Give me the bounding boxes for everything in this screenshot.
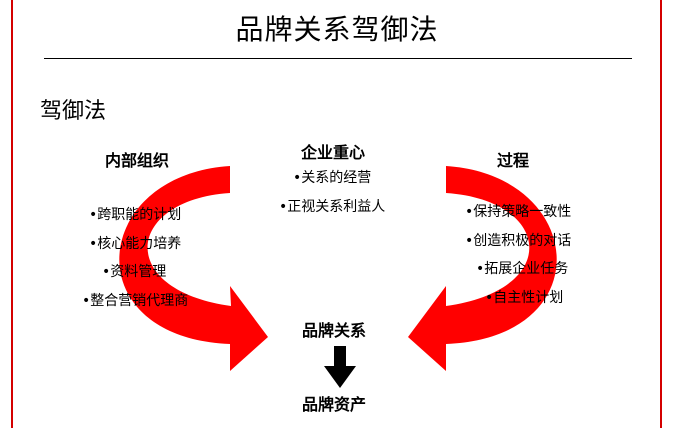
center-bullet-list: 关系的经营 正视关系利益人 bbox=[279, 164, 385, 222]
brand-equity-label: 品牌资产 bbox=[302, 395, 367, 414]
slide-frame-left bbox=[11, 0, 13, 428]
left-heading: 内部组织 bbox=[105, 151, 170, 170]
center-heading: 企业重心 bbox=[301, 143, 366, 162]
left-bullet-item: 跨职能的计划 bbox=[82, 201, 188, 230]
left-bullet-item: 整合营销代理商 bbox=[82, 287, 188, 316]
section-subtitle: 驾御法 bbox=[40, 99, 107, 124]
slide-title: 品牌关系驾御法 bbox=[235, 13, 439, 46]
right-bullet-item: 保持策略一致性 bbox=[465, 198, 571, 227]
slide-frame-right bbox=[660, 0, 662, 428]
center-bullet-item: 正视关系利益人 bbox=[279, 193, 385, 222]
brand-relationship-label: 品牌关系 bbox=[302, 321, 367, 340]
left-bullet-item: 核心能力培养 bbox=[82, 230, 188, 259]
right-heading: 过程 bbox=[497, 151, 530, 170]
center-bullet-item: 关系的经营 bbox=[279, 164, 385, 193]
right-bullet-item: 拓展企业任务 bbox=[465, 255, 571, 284]
left-bullet-list: 跨职能的计划 核心能力培养 资料管理 整合营销代理商 bbox=[82, 201, 188, 315]
right-bullet-item: 自主性计划 bbox=[465, 284, 571, 313]
title-divider bbox=[44, 58, 632, 59]
right-bullet-item: 创造积极的对话 bbox=[465, 227, 571, 256]
right-bullet-list: 保持策略一致性 创造积极的对话 拓展企业任务 自主性计划 bbox=[465, 198, 571, 312]
down-arrow-icon bbox=[324, 346, 356, 388]
left-bullet-item: 资料管理 bbox=[82, 258, 188, 287]
